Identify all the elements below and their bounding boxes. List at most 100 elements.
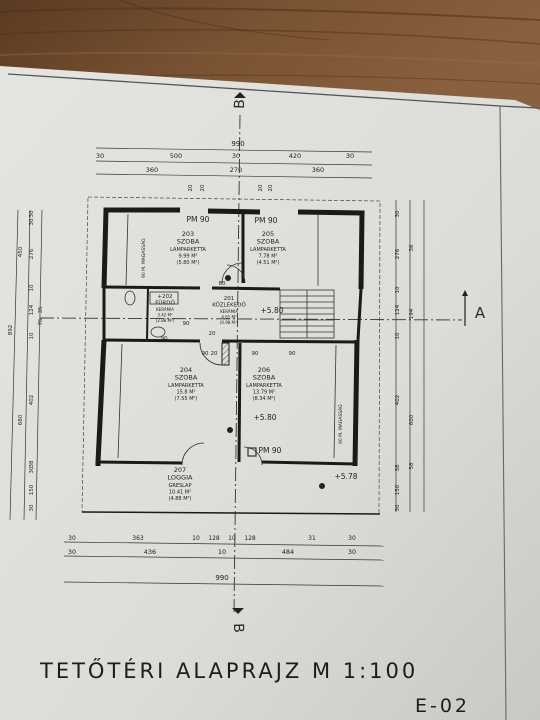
room-area: 15.8 M² [176, 390, 195, 396]
section-marker-b-top: B [232, 92, 248, 109]
room-name: LOGGIA [168, 474, 193, 482]
room-area: 13.79 M² [253, 390, 275, 396]
chimney [221, 342, 230, 366]
dim-bottom-row2: 30 [68, 548, 76, 556]
door-width-90c: 90 [252, 351, 259, 357]
level-label-2: +5.80 [254, 413, 277, 422]
dim-top-small: 20 [200, 184, 206, 191]
room-area: 9.99 M² [178, 254, 197, 260]
dim-left-chain: 124 [29, 304, 35, 315]
door-width-20b: 20 [211, 351, 218, 357]
room-floor: LAMPARKETTA [246, 383, 282, 389]
room-area-secondary: (7.55 M²) [175, 396, 198, 402]
room-name: SZOBA [177, 238, 200, 246]
room-area-secondary: (4.51 M²) [257, 260, 280, 266]
dim-left-total: 892 [8, 325, 14, 336]
pm-label-bottom: PM 90 [259, 446, 282, 455]
paper-sheet [0, 66, 540, 720]
room-name: SZOBA [175, 374, 198, 382]
dim-left-chain: 30 [29, 210, 35, 217]
dim-top-row1: 30 [232, 152, 240, 160]
dim-left-chain: 150 [29, 484, 35, 495]
door-width-80: 80 [219, 281, 226, 287]
dim-right-total: 36 [409, 244, 415, 251]
svg-text:B: B [230, 623, 246, 633]
dim-right-total: 58 [409, 462, 415, 469]
dim-bottom-row2: 30 [348, 548, 356, 556]
annotations: PM 90 PM 90 PM 90 +5.80 +5.80 +5.78 90 M… [140, 215, 358, 481]
sheet-code: E-02 [415, 695, 470, 717]
dim-bottom-row1: 10 [228, 535, 236, 542]
room-number: 207 [174, 466, 186, 474]
section-marker-a: A [462, 290, 486, 326]
dim-top-row2: 360 [312, 166, 324, 174]
section-marker-b-bottom: B [230, 608, 246, 633]
height-note-left: 90 M. MAGASSÁG [140, 238, 147, 278]
dim-left-total: 76 [38, 318, 44, 325]
dim-bottom-row1: 31 [308, 535, 316, 542]
dim-left-chain: 38 [29, 460, 35, 467]
room-number: +202 [157, 294, 172, 300]
dim-top-overall: 990 [231, 140, 244, 148]
dim-bottom-row1: 30 [348, 535, 356, 542]
dim-right-chain: 150 [395, 484, 401, 495]
dim-left-chain: 30 [29, 218, 35, 225]
dim-left-chain: 10 [29, 332, 35, 339]
room-name: SZOBA [253, 374, 276, 382]
room-name: KÖZLEKEDŐ [212, 302, 246, 309]
plan-group [39, 114, 463, 613]
dimension-lines [9, 147, 425, 587]
bathroom-fixtures [124, 290, 257, 457]
roof-outline [81, 196, 381, 515]
dim-bottom-row2: 484 [282, 548, 294, 556]
height-note-right: 90 M. MAGASSÁG [337, 404, 344, 444]
room-number: 206 [258, 366, 270, 374]
dim-right-chain: 124 [395, 304, 401, 315]
room-number: 201 [224, 296, 235, 302]
knee-wall-lines [117, 213, 337, 459]
dim-bottom-row2: 436 [144, 548, 156, 556]
dim-bottom-row1: 363 [132, 535, 144, 542]
pm-label-top-right: PM 90 [255, 216, 278, 225]
dim-right-chain: 38 [395, 464, 401, 471]
svg-text:B: B [232, 99, 248, 109]
room-area-secondary: (0.98 M²) [220, 320, 239, 325]
room-area-secondary: (8.34 M²) [253, 396, 276, 402]
level-label-3: +5.78 [335, 472, 358, 481]
dim-right-total: 194 [409, 308, 415, 319]
dim-left-chain: 30 [29, 504, 35, 511]
level-symbols [225, 275, 325, 489]
door-width-90: 90 [183, 321, 190, 327]
dim-right-chain: 402 [395, 395, 401, 406]
dim-bottom-row1: 10 [192, 535, 200, 542]
room-name: SZOBA [257, 238, 280, 246]
room-floor: KERÁMIA [156, 307, 174, 312]
room-number: 204 [180, 366, 192, 374]
door-width-90e: 90 [289, 351, 296, 357]
room-area: 4.61 M² [221, 315, 237, 320]
dim-left-chain: 276 [29, 248, 35, 259]
dim-top-small: 20 [188, 184, 194, 191]
dim-bottom-row1: 128 [244, 535, 256, 542]
room-floor: LAMPARKETTA [170, 247, 206, 253]
room-area-secondary: (5.80 M²) [177, 260, 200, 266]
dim-bottom-overall: 990 [215, 574, 228, 582]
room-floor: GRESLAP [168, 483, 191, 489]
room-area: 7.78 M² [258, 254, 277, 260]
section-line-a [39, 317, 463, 321]
dim-left-chain: 30 [29, 466, 35, 473]
interior-walls [81, 212, 381, 515]
dim-right-chain: 10 [395, 286, 401, 293]
door-swings [181, 262, 263, 466]
dim-right-chain: 30 [395, 504, 401, 511]
dim-bottom-row2: 10 [218, 548, 226, 556]
dim-top-row1: 500 [170, 152, 182, 160]
dim-bottom-row1: 128 [208, 535, 220, 542]
